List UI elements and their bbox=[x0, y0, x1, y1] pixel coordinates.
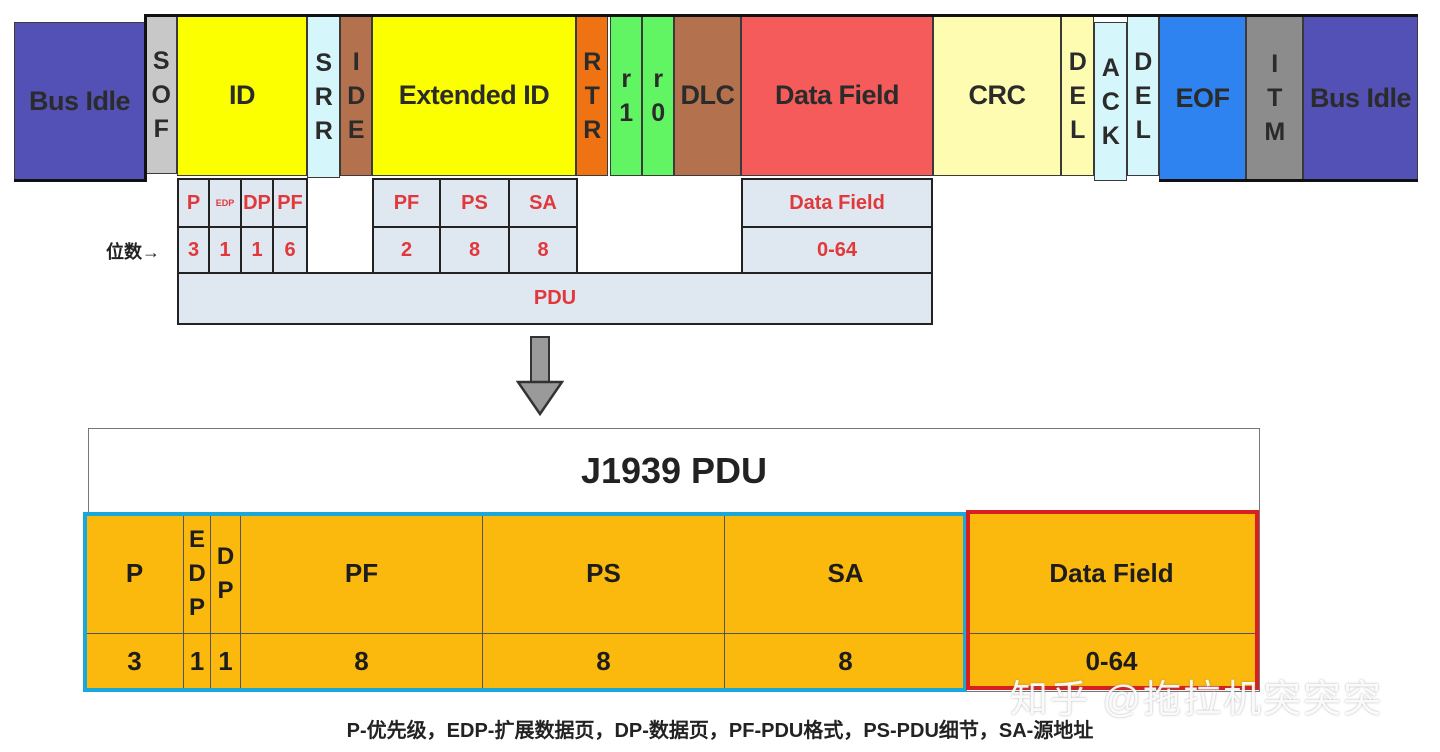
bits-label: 位数→ bbox=[106, 242, 160, 262]
j1939-name-dp: D P bbox=[211, 514, 241, 634]
j1939-bits-edp: 1 bbox=[184, 634, 211, 690]
j1939-pdu-title: J1939 PDU bbox=[580, 450, 768, 491]
id-sub-dp-name: DP bbox=[240, 178, 274, 228]
segment-ide: I D E bbox=[340, 15, 372, 176]
bus-edge-sof bbox=[144, 14, 147, 182]
j1939-bits-data-field: 0-64 bbox=[967, 634, 1257, 690]
watermark-text: 知乎 @拖拉机突突突 bbox=[1010, 679, 1384, 721]
j1939-name-edp: E D P bbox=[184, 514, 211, 634]
segment-sof: S O F bbox=[145, 15, 177, 174]
ext-sub-ps-bits: 8 bbox=[439, 226, 510, 274]
segment-crc: CRC bbox=[933, 15, 1061, 176]
id-sub-edp-name: EDP bbox=[208, 178, 242, 228]
pdu-bar: PDU bbox=[177, 272, 933, 325]
ext-sub-sa-name: SA bbox=[508, 178, 578, 228]
ext-sub-pf-name: PF bbox=[372, 178, 441, 228]
id-sub-p-name: P bbox=[177, 178, 210, 228]
segment-bus-idle-right: Bus Idle bbox=[1303, 15, 1418, 181]
j1939-name-data-field: Data Field bbox=[967, 514, 1257, 634]
j1939-bits-dp: 1 bbox=[211, 634, 241, 690]
segment-eof: EOF bbox=[1159, 15, 1246, 181]
segment-del-2: D E L bbox=[1127, 15, 1159, 176]
j1939-bits-ps: 8 bbox=[483, 634, 725, 690]
ext-sub-ps-name: PS bbox=[439, 178, 510, 228]
bus-line-top bbox=[145, 14, 1418, 17]
id-sub-pf-name: PF bbox=[272, 178, 308, 228]
j1939-bits-p: 3 bbox=[86, 634, 184, 690]
ext-sub-sa-bits: 8 bbox=[508, 226, 578, 274]
data-sub-bits: 0-64 bbox=[741, 226, 933, 274]
segment-data-field: Data Field bbox=[741, 15, 933, 176]
segment-ack: A C K bbox=[1094, 22, 1127, 181]
legend-text: P-优先级，EDP-扩展数据页，DP-数据页，PF-PDU格式，PS-PDU细节… bbox=[346, 720, 1094, 742]
segment-r1: r 1 bbox=[610, 15, 642, 176]
id-sub-dp-bits: 1 bbox=[240, 226, 274, 274]
bus-line-right bbox=[1159, 179, 1418, 182]
j1939-bits-sa: 8 bbox=[725, 634, 967, 690]
j1939-name-p: P bbox=[86, 514, 184, 634]
segment-srr: S R R bbox=[307, 15, 340, 178]
bus-line-left bbox=[14, 179, 145, 182]
down-arrow-icon bbox=[516, 380, 564, 416]
down-arrow-shaft bbox=[530, 336, 550, 384]
j1939-name-ps: PS bbox=[483, 514, 725, 634]
segment-itm: I T M bbox=[1246, 15, 1303, 181]
ext-sub-pf-bits: 2 bbox=[372, 226, 441, 274]
id-sub-edp-bits: 1 bbox=[208, 226, 242, 274]
segment-del-1: D E L bbox=[1061, 15, 1094, 176]
segment-dlc: DLC bbox=[674, 15, 741, 176]
j1939-name-pf: PF bbox=[241, 514, 483, 634]
segment-extended-id: Extended ID bbox=[372, 15, 576, 176]
segment-r0: r 0 bbox=[642, 15, 674, 176]
data-sub-name: Data Field bbox=[741, 178, 933, 228]
id-sub-pf-bits: 6 bbox=[272, 226, 308, 274]
id-sub-p-bits: 3 bbox=[177, 226, 210, 274]
segment-id: ID bbox=[177, 15, 307, 176]
segment-bus-idle-left: Bus Idle bbox=[14, 22, 145, 181]
segment-rtr: R T R bbox=[576, 15, 608, 176]
j1939-bits-pf: 8 bbox=[241, 634, 483, 690]
j1939-name-sa: SA bbox=[725, 514, 967, 634]
